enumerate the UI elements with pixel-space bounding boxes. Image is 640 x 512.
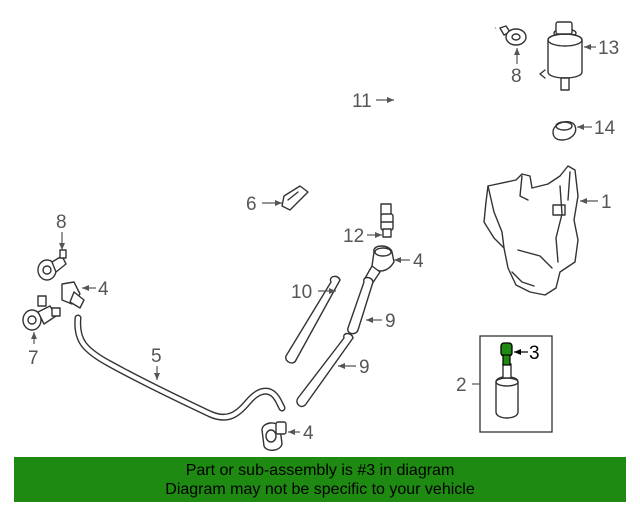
hose-part-9-upper: [347, 276, 374, 335]
callout-9-upper: 9: [385, 311, 396, 332]
callout-6: 6: [246, 194, 257, 215]
callout-4-mid: 4: [413, 251, 424, 272]
callout-5: 5: [151, 346, 162, 367]
elbow-part-4-left: [61, 281, 85, 309]
callout-10: 10: [291, 282, 312, 303]
callout-8-top: 8: [511, 66, 522, 87]
grommet-part-8-top: [499, 25, 527, 46]
parts-diagram: 1 2 3 4 4 4 5 6 7 8 8 9 9 10 11 12 13 14: [22, 18, 619, 451]
connector-part-12: [380, 213, 394, 238]
callout-12: 12: [343, 226, 364, 247]
banner-line-2: Diagram may not be specific to your vehi…: [165, 480, 475, 498]
callout-7: 7: [28, 348, 39, 369]
hose-part-11: [380, 18, 496, 216]
banner-line-1: Part or sub-assembly is #3 in diagram: [185, 461, 455, 479]
callout-8-left: 8: [56, 212, 67, 233]
washer-pump-part-13: [539, 21, 583, 91]
callout-13: 13: [598, 38, 619, 59]
seal-part-3-highlighted[interactable]: [500, 342, 513, 366]
callout-1: 1: [601, 192, 612, 213]
pump-assembly-box-part-2: [479, 335, 553, 433]
callout-2: 2: [456, 375, 467, 396]
callout-11: 11: [352, 91, 372, 112]
washer-reservoir-part-1: [483, 165, 579, 296]
callout-3: 3: [529, 343, 540, 364]
nozzle-part-8-left: [37, 249, 67, 281]
part-info-banner: Part or sub-assembly is #3 in diagram Di…: [14, 457, 626, 502]
callout-4-bottom: 4: [303, 423, 314, 444]
elbow-part-4-bottom: [261, 421, 287, 451]
callout-14: 14: [594, 118, 616, 139]
grommet-part-14: [552, 121, 577, 141]
connector-part-7: [22, 295, 61, 331]
callout-9-lower: 9: [359, 357, 370, 378]
elbow-part-4-mid: [363, 245, 395, 285]
hose-part-5: [74, 314, 286, 421]
hose-part-10: [285, 275, 341, 364]
clip-part-6: [281, 185, 309, 211]
hose-part-9-lower: [296, 332, 354, 408]
callout-4-left: 4: [98, 279, 109, 300]
leader-lines: [31, 44, 598, 435]
